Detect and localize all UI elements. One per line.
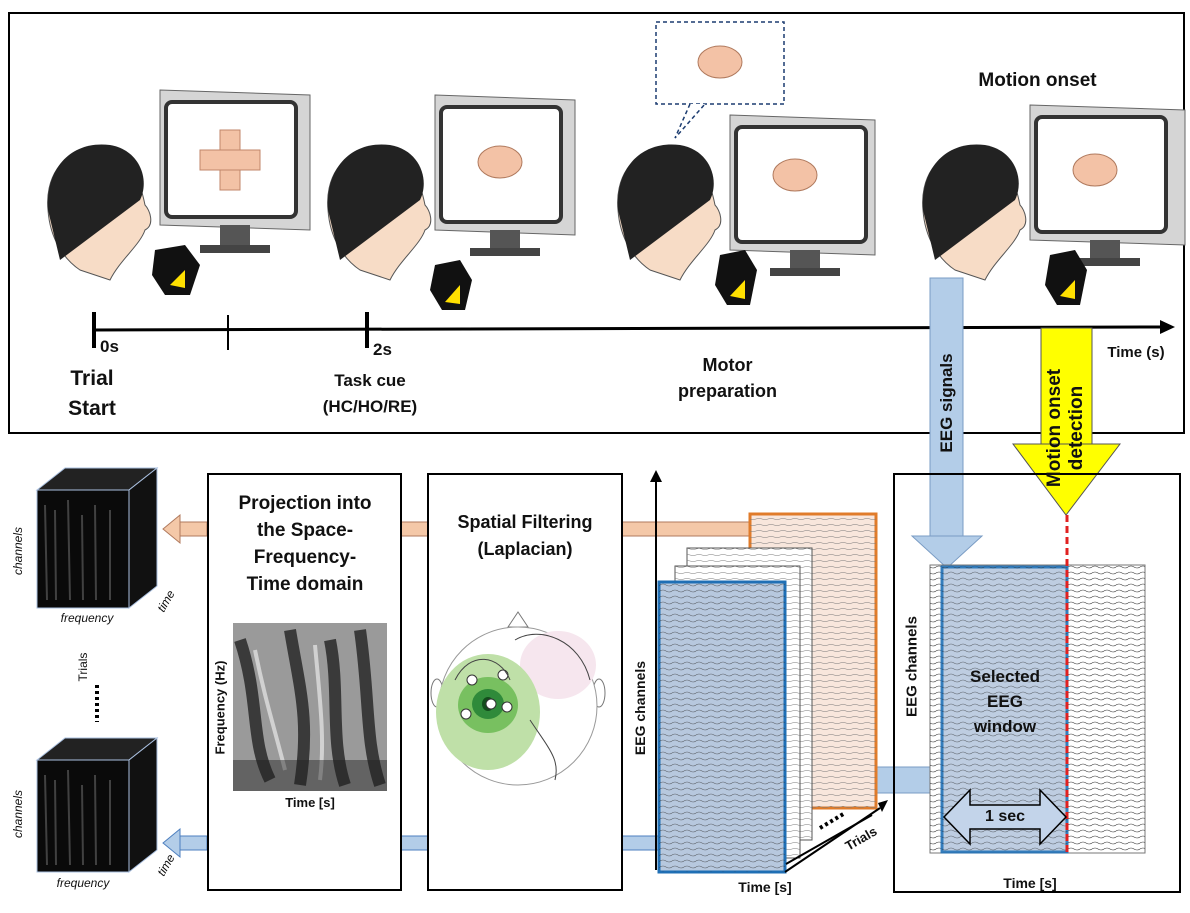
projection-title: Projection into the Space- Frequency- Ti… [238,493,372,595]
cube-top-channels-label: channels [11,526,25,576]
spectrogram-image [233,623,387,791]
eeg-signals-arrow [910,277,984,569]
scene-task-cue [327,94,576,310]
scalp-topography [430,611,606,786]
selected-window-label: Selected EEG window [970,667,1040,736]
eeg-cap-head-icon [47,144,152,281]
top-flow-arrows [162,513,751,545]
tf-cube-bottom [35,736,159,874]
eeg-signals-label: EEG signals [937,353,956,453]
selected-eeg-plot [929,515,1146,855]
spatial-filtering-title: Spatial Filtering (Laplacian) [457,512,593,559]
timeline-axis [92,312,1175,350]
trial-start-label: Trial Start [68,367,116,420]
cube-top-frequency-label: frequency [60,611,114,625]
spatial-filtering-panel [427,473,623,891]
motion-onset-detection-arrow [1012,327,1122,516]
plus-cue-icon [199,129,261,191]
time-axis-label: Time (s) [1107,344,1165,361]
scene-trial-start [47,89,311,295]
glove-icon [152,245,200,295]
projection-xlabel: Time [s] [285,795,335,810]
motion-onset-detection-label: Motion onset detection [1044,368,1087,488]
one-sec-label: 1 sec [984,808,1026,825]
tf-cube-top [35,466,159,610]
eeg-trial-stack [650,470,888,874]
selected-window-panel [893,473,1181,893]
selected-xlabel: Time [s] [1003,875,1057,891]
cube-bottom-channels-label: channels [11,789,25,839]
stack-xlabel: Time [s] [738,879,792,895]
motor-preparation-label: Motor preparation [677,355,778,401]
scene-motor-preparation [617,21,876,305]
scene-motion-onset [922,104,1186,305]
one-second-double-arrow [942,788,1068,846]
time-two-label: 2s [373,340,392,359]
selected-ylabel: EEG channels [903,616,921,717]
projection-ylabel: Frequency (Hz) [212,660,228,755]
task-cue-label: Task cue (HC/HO/RE) [322,371,418,416]
time-zero-label: 0s [100,337,119,356]
stack-ylabel: EEG channels [632,660,648,756]
projection-panel [207,473,402,891]
motion-onset-label: Motion onset [978,70,1097,91]
cube-bottom-frequency-label: frequency [56,876,110,890]
cubes-trials-label: Trials [76,652,90,682]
